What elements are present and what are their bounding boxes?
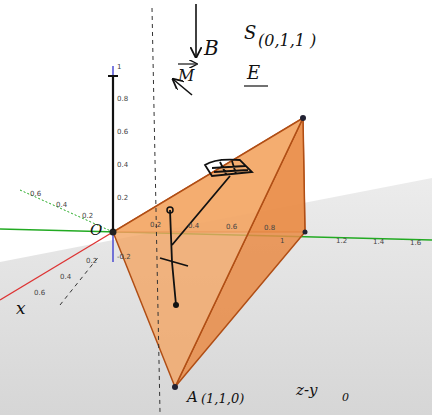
vector-name: M <box>178 68 194 84</box>
vertex <box>300 115 306 121</box>
tick-label: 0.2 <box>86 258 97 265</box>
view-arrow <box>195 4 197 56</box>
point-name: A <box>187 390 198 405</box>
tick-label: 0.6 <box>34 290 45 297</box>
tick-label: 1.6 <box>410 240 421 247</box>
tick-label: 0.4 <box>188 223 199 230</box>
tick-label: 0.4 <box>56 202 67 209</box>
tick-label: 0.8 <box>117 96 128 103</box>
tick-label: 0.6 <box>30 191 41 198</box>
subscript: 0 <box>342 392 349 403</box>
point-name: B <box>204 38 219 58</box>
coordinates: (1,1,0) <box>201 392 244 405</box>
tick-label: 1.2 <box>336 238 347 245</box>
tick-label: 0.2 <box>117 195 128 202</box>
hand-dot <box>167 207 173 213</box>
tick-label: -0.2 <box>117 254 131 261</box>
hand-stroke <box>160 176 230 305</box>
front-face <box>113 118 303 387</box>
underline <box>244 85 268 86</box>
axis-name: x <box>16 300 26 317</box>
tick-label: 1 <box>117 64 121 71</box>
tick-label: 0.4 <box>60 274 71 281</box>
tick-label: 0.6 <box>117 129 128 136</box>
hand-dot <box>173 302 179 308</box>
hatched-area <box>205 160 252 176</box>
tick-label: 1.4 <box>373 239 384 246</box>
vertex <box>303 230 308 235</box>
vertex <box>172 384 178 390</box>
hand-stroke <box>108 76 118 230</box>
point-name: S <box>244 24 256 42</box>
tick-label: 0.2 <box>150 222 161 229</box>
tick-label: 0.4 <box>117 162 128 169</box>
vector-mark <box>178 63 196 64</box>
tick-label: 1 <box>280 238 284 245</box>
dashed-line <box>152 8 160 412</box>
tick-label: 0.6 <box>226 224 237 231</box>
dashed-line <box>60 255 100 305</box>
x-axis <box>0 232 113 300</box>
plane-equation: z-y <box>296 383 317 398</box>
tick-label: 0.8 <box>264 225 275 232</box>
tick-label: 0.2 <box>82 213 93 220</box>
origin-name: O <box>90 223 102 238</box>
point-name: E <box>247 64 260 82</box>
coordinates: (0,1,1 ) <box>258 33 316 49</box>
